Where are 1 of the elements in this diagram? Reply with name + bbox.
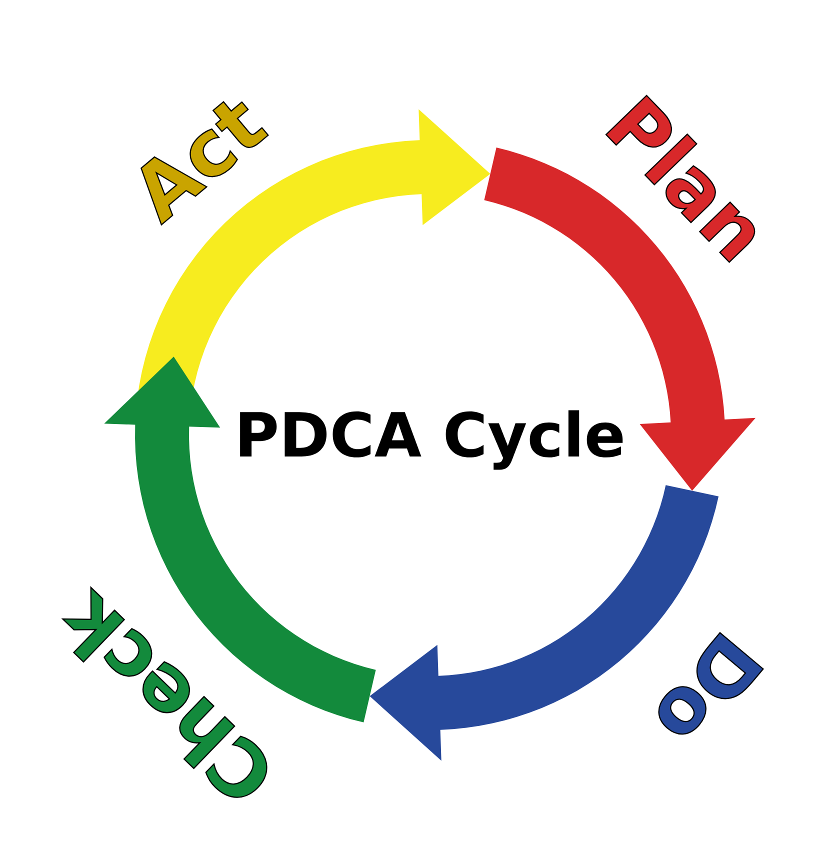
title: PDCA Cycle <box>240 410 623 470</box>
